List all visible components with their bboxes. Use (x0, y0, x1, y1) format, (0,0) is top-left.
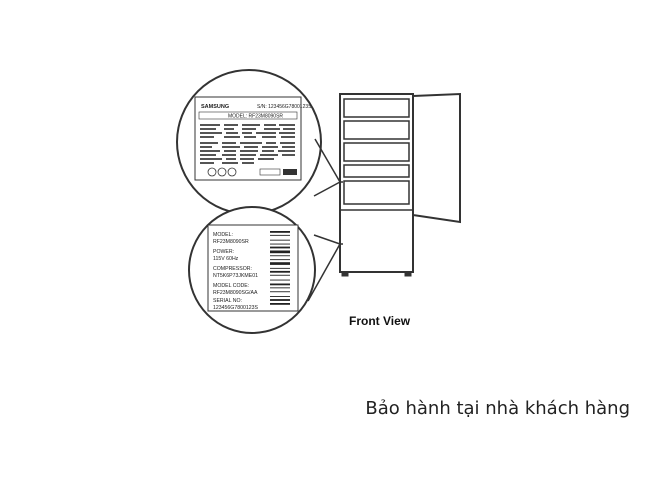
fridge-foot-left (341, 271, 349, 277)
serial-label: SERIAL NO: (213, 298, 242, 304)
fridge-body (339, 93, 414, 273)
power-value: 115V 60Hz (213, 256, 239, 262)
drawer-3 (343, 142, 410, 162)
drawer-4 (343, 164, 410, 178)
model-code-value: RF23M8090SG/AA (213, 290, 258, 296)
drawer-5 (343, 180, 410, 205)
label-fine-print (200, 124, 295, 164)
label-serial: S/N: 123456G7800123S (257, 104, 312, 110)
serial-value: 123456G7800123S (213, 305, 259, 311)
model-label: MODEL: (213, 232, 233, 238)
drawer-2 (343, 120, 410, 140)
model-code-label: MODEL CODE: (213, 283, 249, 289)
label-model: MODEL: RF23M8090SR (228, 114, 283, 120)
compressor-label: COMPRESSOR: (213, 266, 252, 272)
fridge-open-door (412, 92, 461, 224)
refrigerator-front-view (339, 92, 461, 277)
power-label: POWER: (213, 249, 234, 255)
label-brand: SAMSUNG (201, 104, 229, 110)
bottom-label-magnifier: MODEL: RF23M8090SR POWER: 115V 60Hz COMP… (188, 206, 316, 334)
model-value: RF23M8090SR (213, 239, 249, 245)
front-view-label: Front View (349, 314, 411, 328)
connector-lines (307, 138, 341, 302)
certification-marks (207, 167, 297, 177)
compressor-value: NT5K6P73JKME01 (213, 273, 258, 279)
caption: Bảo hành tại nhà khách hàng (365, 398, 630, 419)
top-label-magnifier: SAMSUNG S/N: 123456G7800123S MODEL: RF23… (176, 69, 322, 215)
barcode-icon (270, 231, 290, 305)
drawer-1 (343, 98, 410, 118)
fridge-foot-right (404, 271, 412, 277)
